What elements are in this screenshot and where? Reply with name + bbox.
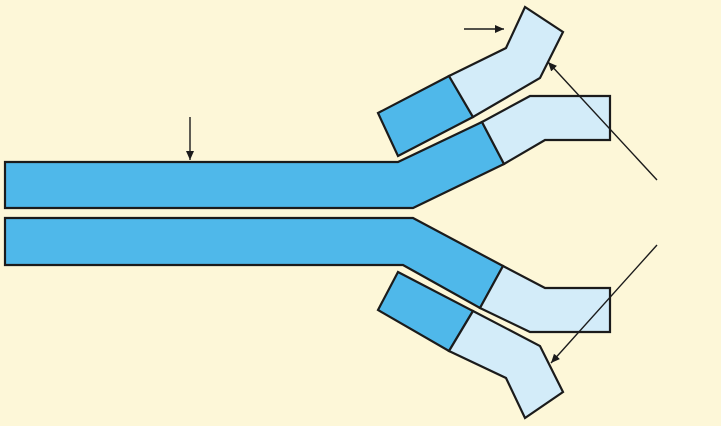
- heavy-chain-bottom-variable-region: [478, 264, 612, 334]
- pointer-arrow-light-chain-top: [547, 61, 658, 181]
- pointer-arrow-light-chain-bottom: [550, 244, 658, 364]
- light-chain-bottom-variable-region: [447, 309, 565, 420]
- heavy-chain-top-variable-region: [480, 94, 612, 166]
- light-chain-top-variable-region: [447, 5, 565, 119]
